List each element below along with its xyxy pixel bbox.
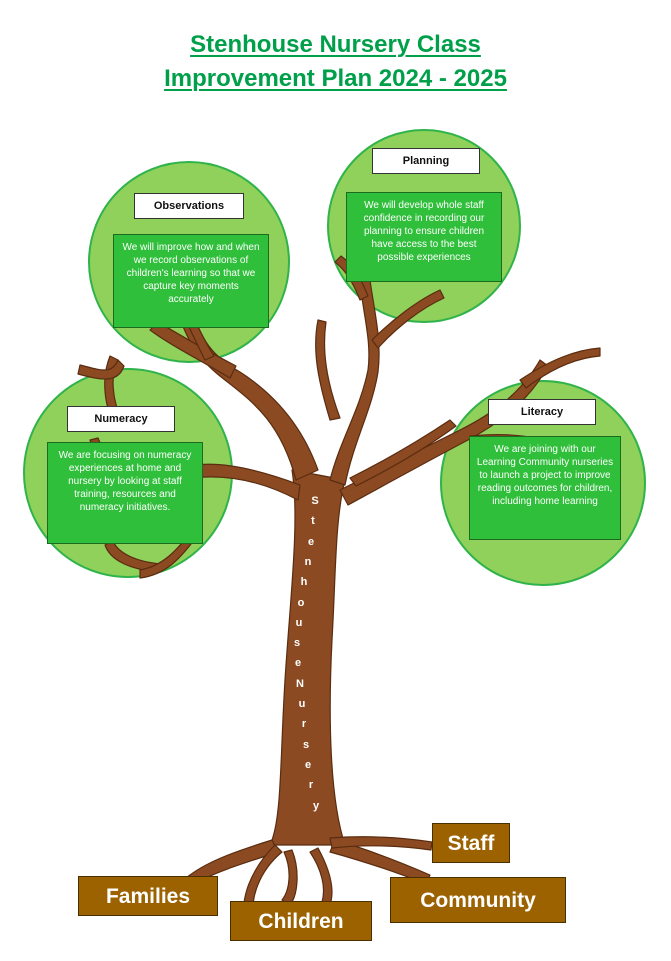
root-families: Families: [78, 876, 218, 916]
trunk-letter: e: [304, 758, 312, 771]
title-line-2: Improvement Plan 2024 - 2025: [164, 65, 507, 92]
planning-label: Planning: [372, 148, 480, 174]
trunk-letter: o: [297, 596, 305, 609]
trunk-letter: s: [293, 637, 301, 650]
trunk-letter: S: [311, 495, 319, 507]
root-children: Children: [230, 901, 372, 941]
trunk-letter: n: [304, 555, 312, 568]
trunk-letter: u: [298, 698, 306, 710]
literacy-text: We are joining with our Learning Communi…: [469, 436, 621, 540]
trunk-letter: y: [312, 799, 320, 812]
trunk-letter: s: [302, 738, 310, 751]
trunk-letter: e: [294, 657, 302, 670]
observations-text: We will improve how and when we record o…: [113, 234, 269, 328]
trunk-letter: t: [311, 515, 315, 528]
title-line-1: Stenhouse Nursery Class: [190, 31, 481, 58]
numeracy-text: We are focusing on numeracy experiences …: [47, 442, 203, 544]
trunk-letter: r: [301, 718, 307, 731]
literacy-label: Literacy: [488, 399, 596, 425]
trunk-letter: u: [295, 616, 303, 629]
planning-text: We will develop whole staff confidence i…: [346, 192, 502, 282]
numeracy-label: Numeracy: [67, 406, 175, 432]
root-community: Community: [390, 877, 566, 923]
root-staff: Staff: [432, 823, 510, 863]
branch-planning: [329, 279, 380, 486]
trunk-letter: r: [308, 779, 314, 792]
trunk-letter: e: [307, 535, 315, 548]
trunk-letter: N: [296, 677, 304, 690]
observations-label: Observations: [134, 193, 244, 219]
trunk-letter: h: [300, 576, 308, 589]
